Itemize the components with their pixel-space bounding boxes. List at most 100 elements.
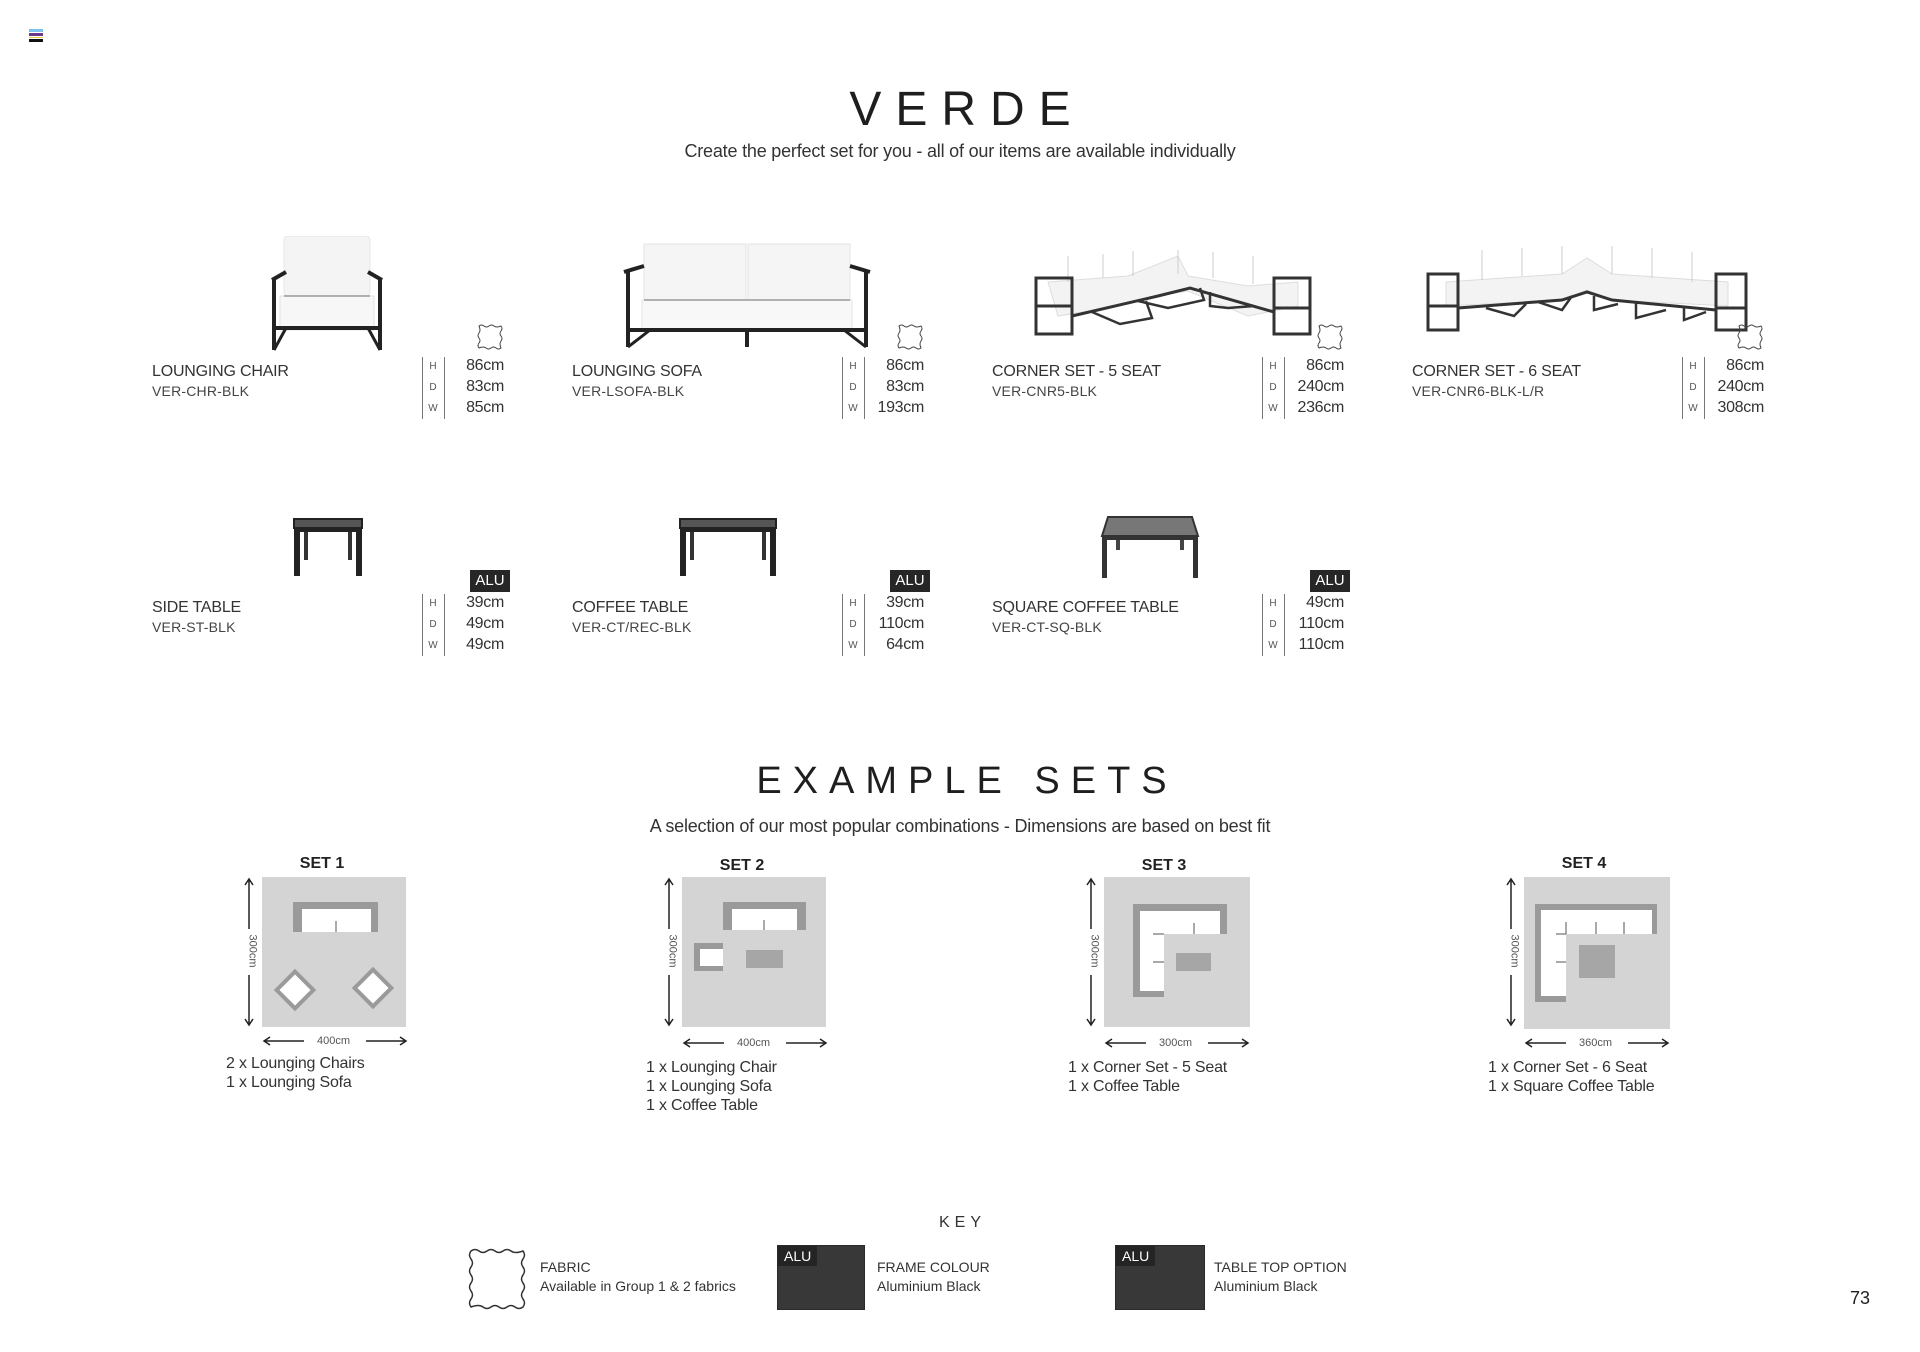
page-title: VERDE <box>849 83 1085 136</box>
set-label: SET 4 <box>1561 855 1607 872</box>
product-name: LOUNGING SOFA <box>572 363 702 380</box>
alu-tag: ALU <box>778 1246 818 1266</box>
product-name: LOUNGING CHAIR <box>152 363 289 380</box>
width-arrow-icon <box>262 1036 408 1046</box>
example-sets-title: EXAMPLE SETS <box>756 760 1178 802</box>
depth-label: D <box>1269 619 1277 630</box>
set-item: 1 x Corner Set - 5 Seat <box>1068 1059 1228 1076</box>
lounging-sofa-image <box>623 243 871 349</box>
height-value: 49cm <box>1306 594 1344 611</box>
depth-label: 300cm <box>666 934 679 968</box>
product-square-coffee-table: ALU SQUARE COFFEE TABLE VER-CT-SQ-BLK H 4… <box>992 440 1412 680</box>
frame-colour-swatch: ALU <box>777 1245 865 1310</box>
width-label: W <box>848 640 858 651</box>
depth-label: D <box>1269 382 1277 393</box>
height-label: H <box>1269 598 1277 609</box>
height-label: H <box>1689 361 1697 372</box>
set-item: 1 x Square Coffee Table <box>1488 1078 1655 1095</box>
height-value: 86cm <box>886 357 924 374</box>
page-subtitle: Create the perfect set for you - all of … <box>684 141 1236 161</box>
depth-label: 300cm <box>1508 934 1521 968</box>
key-frame-colour: FRAME COLOUR Aluminium Black <box>877 1258 990 1296</box>
width-value: 110cm <box>1298 636 1345 653</box>
height-value: 86cm <box>1726 357 1764 374</box>
set-item: 1 x Lounging Chair <box>646 1059 777 1076</box>
depth-label: D <box>1689 382 1697 393</box>
depth-value: 110cm <box>878 615 925 632</box>
width-label: 300cm <box>1159 1037 1193 1049</box>
set-label: SET 2 <box>719 857 765 874</box>
width-label: W <box>428 403 438 414</box>
lounging-chair-image <box>271 236 383 351</box>
width-value: 85cm <box>466 399 504 416</box>
depth-arrow-icon <box>244 877 254 1027</box>
width-value: 64cm <box>886 636 924 653</box>
example-set-1: SET 1 300cm 400cm 2 x Lounging Chairs 1 … <box>226 855 504 1145</box>
width-value: 308cm <box>1717 399 1764 416</box>
depth-arrow-icon <box>1086 877 1096 1027</box>
example-set-3: SET 3 300cm 300cm 1 x Corner Set - 5 Sea… <box>1068 857 1346 1147</box>
height-label: H <box>1269 361 1277 372</box>
width-label: 400cm <box>317 1035 351 1047</box>
width-value: 236cm <box>1297 399 1344 416</box>
key-fabric-desc: Available in Group 1 & 2 fabrics <box>540 1278 736 1294</box>
height-value: 86cm <box>466 357 504 374</box>
dimensions-table: H 49cm D 110cm W 110cm <box>1262 594 1346 656</box>
depth-arrow-icon <box>1506 877 1516 1027</box>
depth-value: 110cm <box>1298 615 1345 632</box>
set-floor-plan <box>1104 877 1250 1027</box>
depth-value: 83cm <box>466 378 504 395</box>
corner-set-5-image <box>1034 250 1312 336</box>
alu-badge: ALU <box>890 570 930 592</box>
depth-label: D <box>429 619 437 630</box>
fabric-icon <box>468 1248 526 1310</box>
alu-badge: ALU <box>1310 570 1350 592</box>
width-arrow-icon <box>1524 1038 1670 1048</box>
set-item: 2 x Lounging Chairs <box>226 1055 365 1072</box>
set-floor-plan <box>682 877 826 1027</box>
depth-value: 240cm <box>1717 378 1764 395</box>
set-item: 1 x Coffee Table <box>1068 1078 1180 1095</box>
corner-set-6-image <box>1426 246 1748 332</box>
height-value: 86cm <box>1306 357 1344 374</box>
height-label: H <box>849 598 857 609</box>
depth-arrow-icon <box>664 877 674 1027</box>
width-arrow-icon <box>1104 1038 1250 1048</box>
set-floor-plan <box>262 877 406 1027</box>
set-items: 1 x Corner Set - 5 Seat 1 x Coffee Table <box>1068 1058 1227 1096</box>
product-code: VER-CT/REC-BLK <box>572 619 692 635</box>
width-label: W <box>1268 403 1278 414</box>
width-label: W <box>1268 640 1278 651</box>
coffee-table-image <box>679 518 777 576</box>
example-set-4: SET 4 300cm 360cm 1 x Corner Set - 6 Sea… <box>1488 855 1766 1145</box>
product-code: VER-CT-SQ-BLK <box>992 619 1102 635</box>
height-label: H <box>429 361 437 372</box>
product-code: VER-CNR5-BLK <box>992 383 1098 399</box>
height-label: H <box>849 361 857 372</box>
product-code: VER-ST-BLK <box>152 619 236 635</box>
height-value: 39cm <box>886 594 924 611</box>
product-name: SQUARE COFFEE TABLE <box>992 599 1179 616</box>
height-label: H <box>429 598 437 609</box>
brand-flag-icon <box>29 29 43 43</box>
width-arrow-icon <box>682 1038 828 1048</box>
set-item: 1 x Corner Set - 6 Seat <box>1488 1059 1648 1076</box>
key-table-top-title: TABLE TOP OPTION <box>1214 1259 1347 1275</box>
set-label: SET 1 <box>299 855 345 872</box>
fabric-icon <box>1317 324 1343 350</box>
width-label: W <box>1688 403 1698 414</box>
product-code: VER-CNR6-BLK-L/R <box>1412 383 1545 399</box>
product-name: CORNER SET - 5 SEAT <box>992 363 1161 380</box>
alu-badge: ALU <box>470 570 510 592</box>
height-value: 39cm <box>466 594 504 611</box>
fabric-icon <box>477 324 503 350</box>
depth-value: 83cm <box>886 378 924 395</box>
